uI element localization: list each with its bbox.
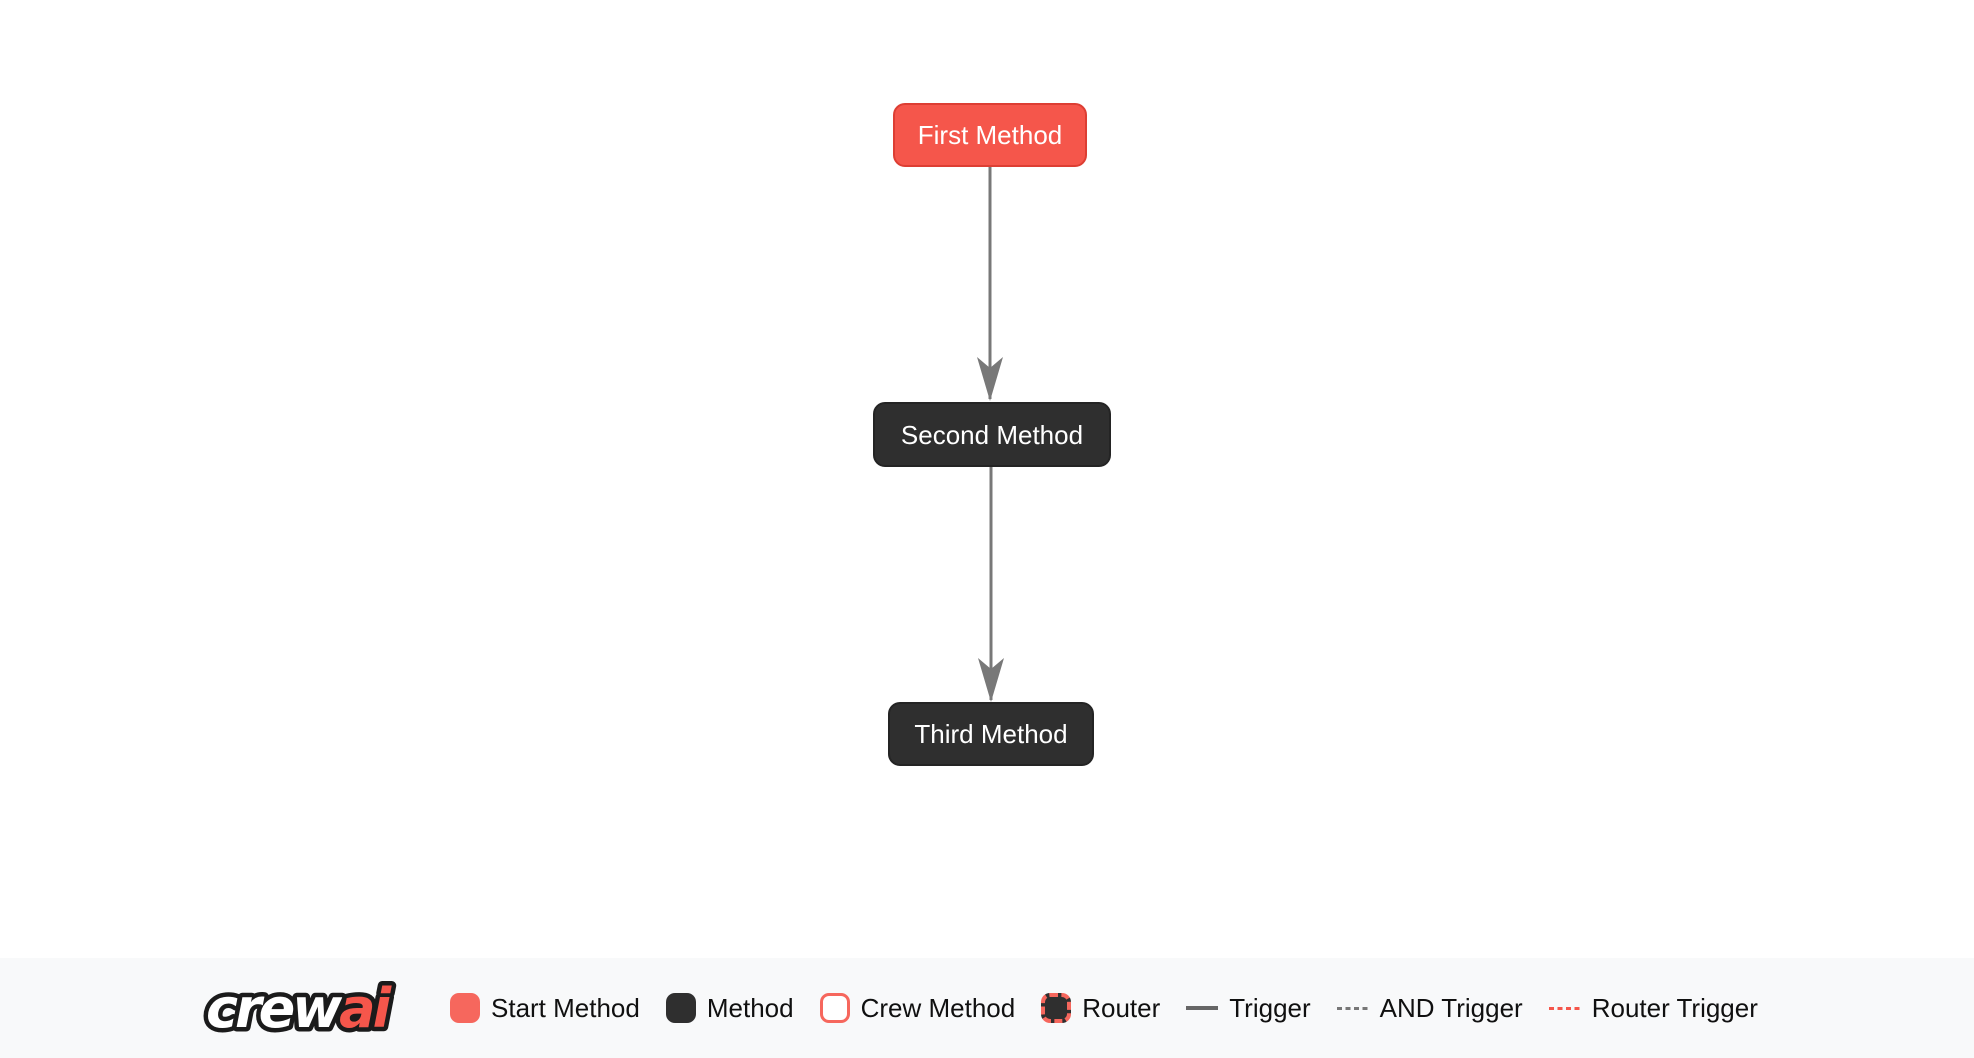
router-swatch-icon bbox=[1041, 993, 1072, 1023]
legend-bar: crewai crewai Start Method Method Crew M… bbox=[0, 958, 1974, 1058]
flow-node-first-method[interactable]: First Method bbox=[893, 103, 1087, 167]
flow-node-third-method[interactable]: Third Method bbox=[888, 702, 1094, 766]
method-swatch-icon bbox=[665, 993, 696, 1023]
legend-label: Router Trigger bbox=[1591, 992, 1758, 1023]
legend-label: Method bbox=[706, 992, 794, 1023]
legend-label: AND Trigger bbox=[1379, 992, 1523, 1023]
legend-items: Start Method Method Crew Method Router T… bbox=[450, 993, 1758, 1024]
legend-item-crew-method: Crew Method bbox=[819, 992, 1016, 1024]
legend-item-method: Method bbox=[665, 992, 794, 1024]
router-trigger-line-icon bbox=[1548, 1006, 1581, 1010]
legend-label: Crew Method bbox=[860, 992, 1016, 1023]
trigger-line-icon bbox=[1186, 1006, 1219, 1010]
edge-first-to-second[interactable] bbox=[977, 167, 1003, 401]
legend-item-start-method: Start Method bbox=[450, 993, 640, 1024]
node-label: Second Method bbox=[900, 419, 1084, 450]
legend-item-and-trigger: AND Trigger bbox=[1336, 992, 1523, 1024]
svg-text:crewai: crewai bbox=[206, 977, 393, 1040]
crewai-logo-svg: crewai crewai bbox=[197, 968, 405, 1049]
legend-item-router: Router bbox=[1041, 993, 1160, 1024]
legend-label: Trigger bbox=[1229, 992, 1311, 1023]
start-method-swatch-icon bbox=[450, 993, 480, 1023]
legend-label: Router bbox=[1082, 992, 1161, 1023]
edge-second-to-third[interactable] bbox=[978, 467, 1004, 702]
and-trigger-line-icon bbox=[1336, 1006, 1369, 1010]
legend-label: Start Method bbox=[491, 992, 640, 1023]
crewai-logo: crewai crewai bbox=[197, 968, 422, 1054]
node-label: Third Method bbox=[914, 719, 1068, 749]
crew-method-swatch-icon bbox=[819, 993, 850, 1023]
flow-canvas[interactable]: First Method Second Method Third Method bbox=[0, 0, 1974, 958]
legend-item-trigger: Trigger bbox=[1186, 992, 1311, 1024]
node-label: First Method bbox=[917, 120, 1063, 150]
flow-node-second-method[interactable]: Second Method bbox=[873, 402, 1111, 467]
legend-item-router-trigger: Router Trigger bbox=[1548, 992, 1758, 1024]
